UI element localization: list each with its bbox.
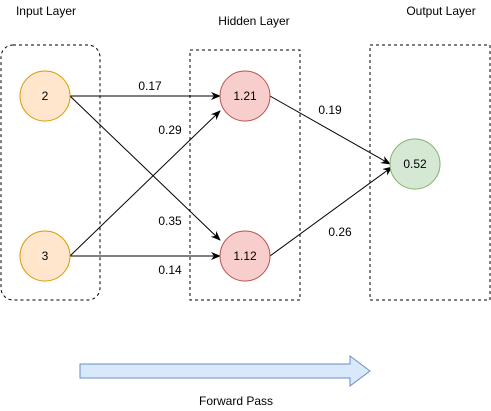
hidden-node-2 bbox=[219, 230, 271, 282]
input-node-1-value: 2 bbox=[42, 89, 49, 103]
weight-label: 0.26 bbox=[328, 225, 352, 239]
weight-label: 0.35 bbox=[158, 214, 182, 228]
forward-pass-arrow bbox=[79, 355, 371, 387]
weight-label: 0.14 bbox=[158, 263, 182, 277]
edge-hidden1-output bbox=[269, 95, 391, 165]
output-node-1-value: 0.52 bbox=[403, 157, 427, 171]
input-node-2-value: 3 bbox=[42, 249, 49, 263]
forward-pass-label: Forward Pass bbox=[199, 394, 273, 408]
input-node-2 bbox=[19, 230, 71, 282]
edge-hidden2-output bbox=[269, 166, 393, 257]
weight-label: 0.29 bbox=[158, 123, 182, 137]
weight-label: 0.17 bbox=[138, 79, 162, 93]
hidden-node-1 bbox=[219, 70, 271, 122]
output-layer-title: Output Layer bbox=[406, 4, 475, 18]
hidden-layer-title: Hidden Layer bbox=[218, 14, 289, 28]
output-node-1 bbox=[389, 138, 441, 190]
hidden-node-2-value: 1.12 bbox=[233, 249, 257, 263]
edge-input2-hidden1 bbox=[69, 110, 221, 257]
hidden-layer-box bbox=[189, 49, 301, 301]
input-layer-title: Input Layer bbox=[16, 4, 76, 18]
hidden-node-1-value: 1.21 bbox=[233, 89, 257, 103]
weight-label: 0.19 bbox=[318, 103, 342, 117]
output-layer-box bbox=[369, 44, 491, 301]
input-layer-box bbox=[0, 44, 101, 301]
edge-input1-hidden2 bbox=[69, 95, 221, 241]
input-node-1 bbox=[19, 70, 71, 122]
